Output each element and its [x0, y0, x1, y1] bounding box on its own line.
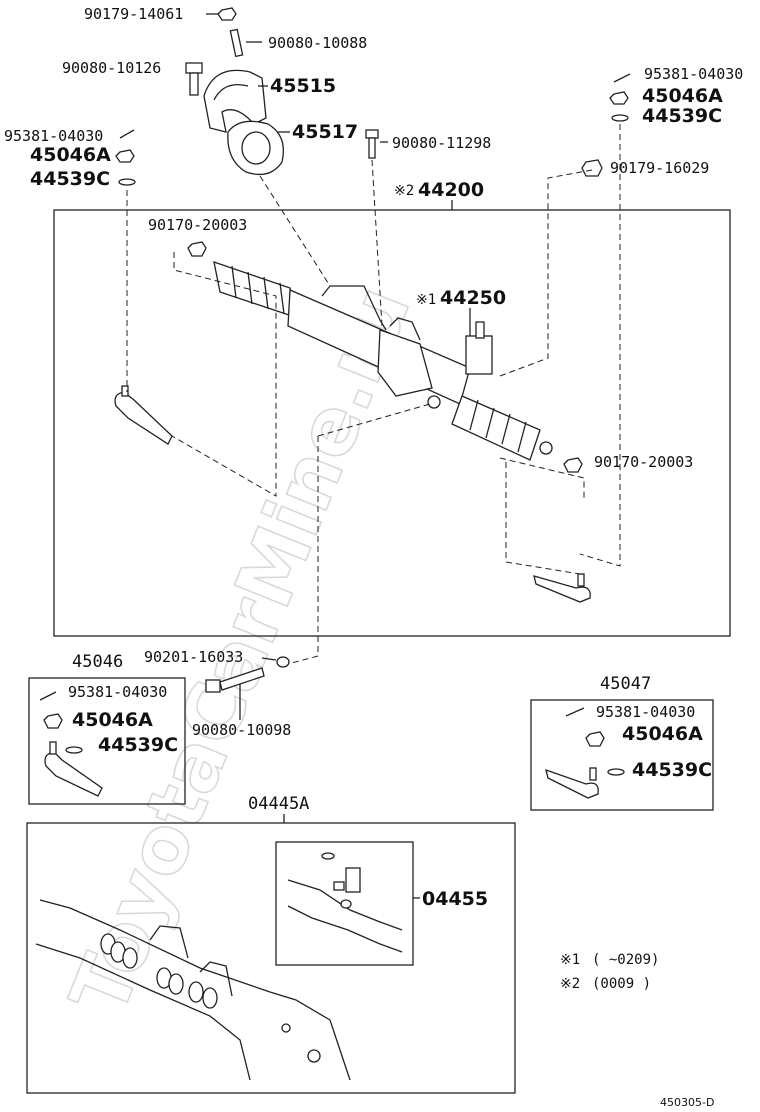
stud-90080-10088[interactable]: [229, 28, 244, 58]
nut-box-45047[interactable]: [585, 731, 605, 747]
tie-rod-end-left[interactable]: [114, 385, 173, 445]
box-45046-label-44539C: 44539C: [98, 734, 178, 756]
label-95381-04030-left: 95381-04030: [4, 127, 103, 145]
box-04455-frame: [275, 841, 414, 966]
label-44200: 44200: [418, 179, 484, 201]
cotter-pin-95381-right[interactable]: [613, 73, 631, 83]
clip-44539C-right[interactable]: [611, 114, 629, 122]
label-44250: 44250: [440, 287, 506, 309]
seal-kit-04455[interactable]: [287, 852, 403, 953]
box-45046-label-45046A: 45046A: [72, 709, 153, 731]
diagram-code: 450305-D: [660, 1096, 714, 1109]
label-04455: 04455: [422, 888, 488, 910]
label-90170-20003-right: 90170-20003: [594, 453, 693, 471]
seal-kit-housing[interactable]: [35, 899, 351, 1081]
label-90080-10126: 90080-10126: [62, 59, 161, 77]
tie-rod-end-box-45046[interactable]: [44, 741, 103, 797]
label-45046A-right: 45046A: [642, 85, 723, 107]
box-45046-label-95381: 95381-04030: [68, 683, 167, 701]
mark-44250: ※1: [416, 292, 436, 308]
label-45517: 45517: [292, 121, 358, 143]
assembly-44200-frame: [53, 209, 731, 637]
mark-44200: ※2: [394, 183, 414, 199]
clip-box-45046[interactable]: [65, 746, 83, 754]
bolt-90080-10098[interactable]: [205, 667, 265, 693]
box-45047-label-44539C: 44539C: [632, 759, 712, 781]
bolt-90080-11298[interactable]: [365, 129, 379, 159]
nut-90170-20003-right[interactable]: [563, 457, 583, 473]
box-45047-label-45046A: 45046A: [622, 723, 703, 745]
box-45047-title: 45047: [600, 674, 651, 694]
box-45046-frame: [28, 677, 186, 805]
box-04445A-title: 04445A: [248, 794, 309, 814]
box-45047-label-95381: 95381-04030: [596, 703, 695, 721]
label-90080-10088: 90080-10088: [268, 34, 367, 52]
label-90179-16029: 90179-16029: [610, 159, 709, 177]
label-44539C-right: 44539C: [642, 105, 722, 127]
label-90080-10098: 90080-10098: [192, 721, 291, 739]
tie-rod-end-box-45047[interactable]: [545, 767, 599, 799]
note-1-mark: ※1: [560, 952, 580, 968]
bracket-45515[interactable]: [203, 69, 267, 133]
label-90201-16033: 90201-16033: [144, 648, 243, 666]
note-1-text: ( ~0209): [592, 952, 659, 968]
label-44539C-left: 44539C: [30, 168, 110, 190]
nut-90179-14061[interactable]: [217, 7, 237, 21]
cotter-pin-box-45046[interactable]: [39, 691, 57, 701]
box-45046-title: 45046: [72, 652, 123, 672]
steering-rack-assembly[interactable]: [213, 261, 553, 461]
clip-44539C-left[interactable]: [118, 178, 136, 186]
box-04445A-frame: [26, 822, 516, 1094]
cotter-pin-95381-left[interactable]: [119, 129, 135, 139]
label-90080-11298: 90080-11298: [392, 134, 491, 152]
label-95381-04030-right: 95381-04030: [644, 65, 743, 83]
label-90179-14061: 90179-14061: [84, 5, 183, 23]
nut-45046A-left[interactable]: [115, 149, 135, 163]
note-2-text: (0009 ): [592, 976, 651, 992]
cotter-pin-box-45047[interactable]: [565, 707, 585, 717]
nut-box-45046[interactable]: [43, 713, 63, 729]
nut-90179-16029[interactable]: [581, 159, 603, 177]
box-45047-frame: [530, 699, 714, 811]
nut-45046A-right[interactable]: [609, 91, 629, 105]
bolt-90080-10126[interactable]: [185, 62, 203, 96]
tie-rod-end-right[interactable]: [533, 573, 591, 603]
label-45046A-left: 45046A: [30, 144, 111, 166]
washer-90201-16033[interactable]: [276, 656, 290, 668]
clip-box-45047[interactable]: [607, 768, 625, 776]
label-45515: 45515: [270, 75, 336, 97]
label-90170-20003-top: 90170-20003: [148, 216, 247, 234]
note-2-mark: ※2: [560, 976, 580, 992]
nut-90170-20003-top[interactable]: [187, 241, 207, 257]
grommet-45517[interactable]: [227, 120, 285, 176]
